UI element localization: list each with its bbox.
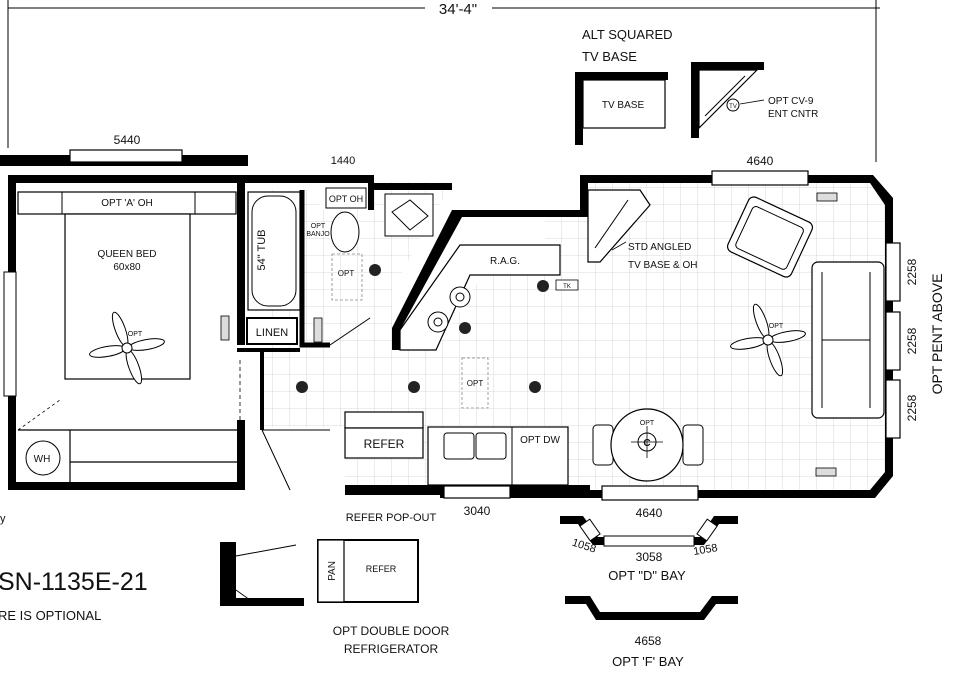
- bedroom: OPT 'A' OH QUEEN BED 60x80 OPT WH: [3, 191, 237, 482]
- kitchen-opt-light: OPT: [467, 379, 484, 388]
- bottom-labels: REFER POP-OUT 3040 4640: [346, 504, 663, 524]
- top-windows: 5440 1440 4640: [0, 133, 774, 168]
- alt-squared-title-2: TV BASE: [582, 49, 637, 64]
- opt-a-oh-label: OPT 'A' OH: [101, 198, 152, 209]
- pent-window-2-label: 2258: [905, 327, 919, 354]
- opt-cv9-corner-unit: TV OPT CV-9 ENT CNTR: [691, 62, 818, 138]
- pent-window-1-label: 2258: [905, 258, 919, 285]
- water-heater-label: WH: [34, 454, 51, 465]
- exterior-walls: [8, 170, 893, 501]
- overall-dimension: 34'-4": [7, 0, 880, 162]
- rag-label: R.A.G.: [490, 256, 520, 267]
- kitchen: R.A.G. TK OPT REFER OPT DW: [261, 244, 579, 491]
- linen-label: LINEN: [256, 327, 288, 339]
- sofa-icon: [811, 261, 885, 419]
- window-4640-bottom-label: 4640: [636, 506, 663, 520]
- living-room: STD ANGLED TV BASE & OH OPT: [587, 189, 885, 482]
- dining-table-icon: [592, 408, 704, 482]
- refer-label: REFER: [364, 437, 405, 451]
- opt-banjo-label-1: OPT: [311, 223, 326, 230]
- cv9-tv-label: TV: [729, 104, 737, 110]
- pan-label: PAN: [327, 561, 338, 581]
- queen-bed-label: QUEEN BED: [98, 249, 157, 260]
- living-fan-opt: OPT: [769, 323, 784, 330]
- overall-dimension-label: 34'-4": [439, 1, 477, 18]
- opt-f-bay: 4658 OPT 'F' BAY: [565, 596, 738, 669]
- pent-windows: 2258 2258 2258 OPT PENT ABOVE: [885, 242, 945, 439]
- bedroom-fan-icon: [89, 311, 165, 385]
- window-4640-top-label: 4640: [747, 154, 774, 168]
- tv-base-box-label: TV BASE: [602, 100, 645, 111]
- window-5440-label: 5440: [114, 133, 141, 147]
- tk-label: TK: [563, 284, 571, 290]
- alt-squared-title-1: ALT SQUARED: [582, 27, 673, 42]
- armchair-icon: [726, 196, 814, 278]
- cv9-label-1: OPT CV-9: [768, 96, 814, 107]
- d-bay-center-label: 3058: [636, 550, 663, 564]
- std-angled-label-2: TV BASE & OH: [628, 260, 697, 271]
- f-bay-width-label: 4658: [635, 634, 662, 648]
- refer-popout-label: REFER POP-OUT: [346, 512, 437, 524]
- queen-bed-size: 60x80: [113, 262, 141, 273]
- double-door-refer-label: REFER: [366, 564, 397, 574]
- opt-double-door-refrigerator: PAN REFER OPT DOUBLE DOOR REFRIGERATOR: [220, 539, 450, 656]
- window-1440-label: 1440: [331, 155, 355, 167]
- left-edge-note: y: [0, 513, 6, 525]
- range-burners-icon: [427, 286, 471, 333]
- opt-oh-label: OPT OH: [329, 194, 363, 204]
- opt-pent-above-label: OPT PENT ABOVE: [929, 274, 945, 395]
- alt-squared-tv-base: ALT SQUARED TV BASE TV BASE: [575, 27, 673, 145]
- optional-note: RE IS OPTIONAL: [0, 608, 101, 623]
- dining-c-label: C: [643, 438, 650, 449]
- f-bay-label: OPT 'F' BAY: [612, 654, 684, 669]
- dining-opt-label: OPT: [640, 420, 655, 427]
- model-info: SN-1135E-21 RE IS OPTIONAL y: [0, 513, 148, 623]
- opt-vanity-label: OPT: [338, 269, 355, 278]
- opt-dw-label: OPT DW: [520, 435, 560, 446]
- d-bay-right-label: 1058: [692, 542, 718, 558]
- pent-window-3-label: 2258: [905, 394, 919, 421]
- window-3040-label: 3040: [464, 504, 491, 518]
- double-door-label-1: OPT DOUBLE DOOR: [333, 624, 450, 638]
- std-angled-label-1: STD ANGLED: [628, 242, 691, 253]
- bathroom: 54" TUB OPT OH OPT BANJO OPT LINEN: [237, 187, 434, 430]
- bedroom-fan-opt: OPT: [128, 331, 143, 338]
- opt-banjo-label-2: BANJO: [306, 231, 330, 238]
- living-fan-icon: [730, 303, 806, 377]
- cv9-label-2: ENT CNTR: [768, 109, 818, 120]
- model-number: SN-1135E-21: [0, 568, 148, 596]
- tub-label: 54" TUB: [256, 230, 268, 271]
- opt-d-bay: 1058 3058 1058 OPT "D" BAY: [560, 516, 738, 583]
- d-bay-label: OPT "D" BAY: [608, 568, 686, 583]
- double-door-label-2: REFRIGERATOR: [344, 642, 439, 656]
